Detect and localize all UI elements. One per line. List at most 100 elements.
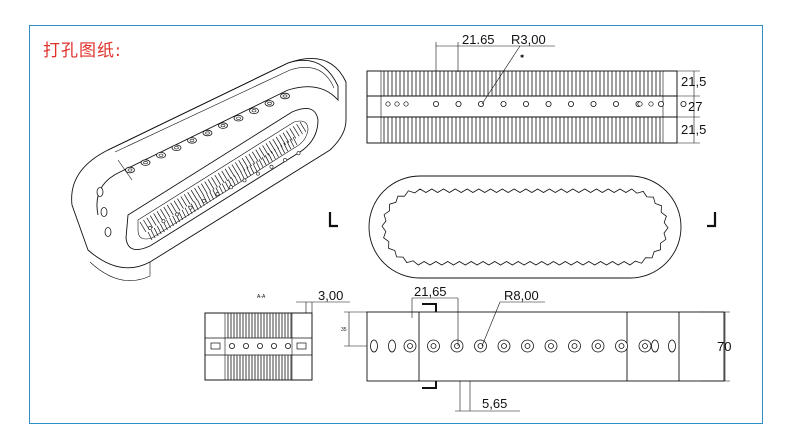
top-dim-mid: 27 (688, 99, 702, 114)
front-dim-offset: 5,65 (482, 396, 507, 411)
iso-tooth (282, 132, 290, 143)
iso-tooth (194, 187, 201, 199)
iso-tooth (200, 183, 208, 194)
section-view: 3,00 A-A (204, 288, 350, 381)
tiny-mark-2: A-A (257, 294, 266, 300)
front-small-label: 35 (341, 327, 347, 333)
iso-tooth-inner (246, 167, 252, 176)
iso-tooth-inner (268, 153, 273, 162)
front-hole-inner (548, 343, 554, 349)
front-hole-inner (642, 343, 648, 349)
iso-tooth-inner (221, 183, 227, 192)
iso-tooth (245, 155, 252, 167)
iso-tooth-inner (258, 159, 264, 168)
top-hole (545, 101, 552, 108)
iso-tooth (279, 134, 286, 145)
iso-tooth-inner (286, 140, 292, 150)
iso-tooth (214, 175, 222, 186)
iso-inner-hole (296, 151, 301, 156)
top-dim-bottom: 21,5 (681, 122, 706, 137)
iso-tooth-inner (274, 148, 279, 158)
iso-inner-hole (175, 212, 179, 217)
front-view-holes (370, 339, 676, 353)
iso-tooth-inner (271, 150, 276, 160)
end-hole (385, 101, 391, 107)
iso-tooth (180, 196, 188, 207)
iso-inner-hole (256, 171, 260, 176)
top-dim-spacing: 21.65 (462, 32, 495, 47)
section-dim-width: 3,00 (318, 288, 343, 303)
section-mark-left (328, 212, 338, 228)
iso-tooth (255, 149, 263, 160)
front-hole-inner (477, 343, 484, 349)
iso-tooth (139, 221, 147, 233)
iso-tooth (153, 213, 160, 224)
section-teeth (205, 313, 312, 380)
iso-top-hole-inner (267, 101, 272, 105)
iso-top-hole-inner (251, 109, 257, 113)
iso-tooth (149, 215, 157, 226)
iso-tooth-inner (206, 193, 211, 202)
top-hole (432, 101, 439, 108)
front-end-slot (668, 339, 676, 353)
iso-tooth-inner (197, 199, 202, 208)
iso-tooth-inner (277, 146, 282, 156)
iso-tooth (228, 166, 235, 177)
iso-top-hole-inner (174, 146, 179, 150)
iso-tooth (160, 209, 167, 220)
iso-tooth (156, 211, 164, 222)
iso-tooth (211, 177, 218, 188)
top-hole (680, 101, 687, 108)
iso-tooth-inner (237, 173, 242, 182)
iso-tooth-inner (261, 157, 267, 166)
iso-inner-hole (242, 178, 247, 183)
iso-tooth (197, 185, 205, 197)
iso-tooth (187, 192, 194, 203)
top-hole (500, 101, 507, 108)
end-hole (637, 101, 643, 107)
iso-tooth-inner (181, 209, 187, 218)
oval-tooth-profile (381, 188, 669, 266)
front-end-slot (388, 339, 396, 353)
section-holes (210, 342, 307, 350)
front-hole-inner (618, 343, 625, 349)
iso-tooth-inner (147, 231, 153, 241)
iso-tooth-inner (249, 165, 255, 174)
front-view: 21,65 R8,00 5,65 70 35 (341, 284, 731, 412)
iso-tooth (146, 217, 154, 228)
iso-tooth-inner (289, 138, 295, 148)
top-hole (523, 101, 530, 108)
iso-tooth-inner (190, 203, 196, 212)
iso-tooth-inner (283, 142, 289, 152)
iso-tooth-inner (240, 171, 245, 180)
iso-tooth-inner (224, 181, 230, 190)
iso-tooth-inner (234, 175, 239, 184)
iso-tooth (296, 123, 303, 135)
tiny-mark: ✱ (520, 54, 524, 60)
iso-tooth-inner (150, 229, 156, 239)
section-hole (242, 342, 249, 349)
iso-tooth-inner (255, 161, 261, 170)
iso-tooth-inner (252, 163, 258, 172)
front-end-slot (370, 339, 378, 353)
iso-tooth (173, 200, 181, 211)
iso-tooth (235, 162, 242, 173)
iso-top-hole-inner (158, 153, 164, 157)
top-dim-radius: R3,00 (511, 32, 546, 47)
front-hole-inner (571, 343, 578, 349)
top-view-teeth (383, 71, 661, 143)
iso-top-holes (125, 92, 301, 230)
iso-inner-hole (202, 198, 206, 203)
front-hole-inner (501, 343, 507, 349)
iso-inner-hole (148, 226, 152, 230)
iso-tooth-inner (184, 207, 190, 216)
end-hole (403, 101, 409, 107)
iso-tooth (166, 204, 174, 216)
top-hole (613, 101, 620, 108)
iso-tooth (286, 130, 293, 141)
front-dim-spacing: 21,65 (414, 284, 447, 299)
iso-tooth (262, 145, 269, 156)
iso-tooth-inner (230, 177, 236, 186)
top-hole (477, 101, 484, 108)
section-slot (210, 342, 221, 350)
